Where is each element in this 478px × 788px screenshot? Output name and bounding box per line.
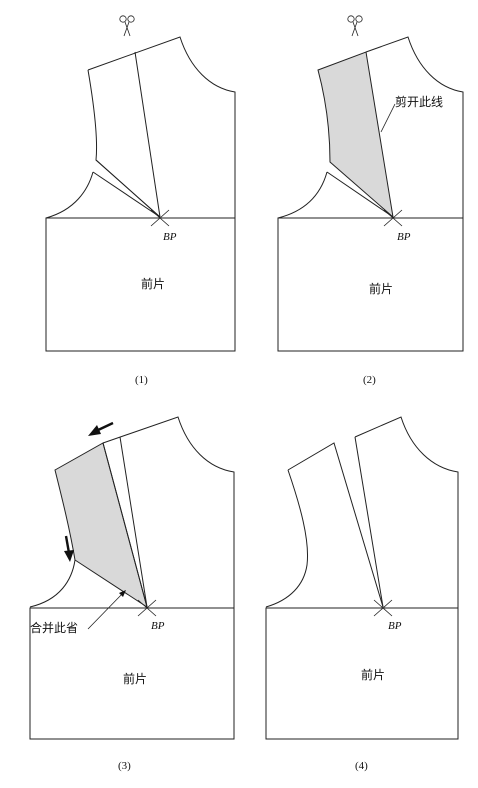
bp-label: BP bbox=[151, 620, 165, 632]
panel-2: BP 剪开此线 前片 (2) bbox=[277, 15, 464, 386]
closed-dart-wedge bbox=[54, 442, 148, 609]
caption-3: (3) bbox=[118, 760, 131, 772]
front-piece-label: 前片 bbox=[141, 276, 165, 291]
cut-line-leader bbox=[380, 103, 396, 133]
scissors-icon bbox=[347, 15, 363, 37]
cut-line-label: 剪开此线 bbox=[395, 94, 443, 109]
caption-2: (2) bbox=[363, 374, 376, 386]
caption-4: (4) bbox=[355, 760, 368, 772]
caption-1: (1) bbox=[135, 374, 148, 386]
close-dart-label: 合并此省 bbox=[30, 620, 78, 635]
front-piece-label: 前片 bbox=[123, 671, 147, 686]
close-dart-leader bbox=[87, 591, 125, 630]
scissors-icon bbox=[119, 15, 135, 37]
cut-wedge bbox=[317, 51, 394, 219]
down-arrow-icon bbox=[64, 535, 74, 562]
panel-1: BP 前片 (1) bbox=[45, 15, 236, 386]
bp-label: BP bbox=[163, 231, 177, 243]
bp-label: BP bbox=[388, 620, 402, 632]
bp-label: BP bbox=[397, 231, 411, 243]
panel-3: BP 合并此省 前片 (3) bbox=[29, 416, 235, 772]
rotate-arrow-icon bbox=[88, 421, 114, 436]
panel-4: BP 前片 (4) bbox=[265, 416, 459, 772]
front-piece-label: 前片 bbox=[369, 281, 393, 296]
front-piece-label: 前片 bbox=[361, 667, 385, 682]
